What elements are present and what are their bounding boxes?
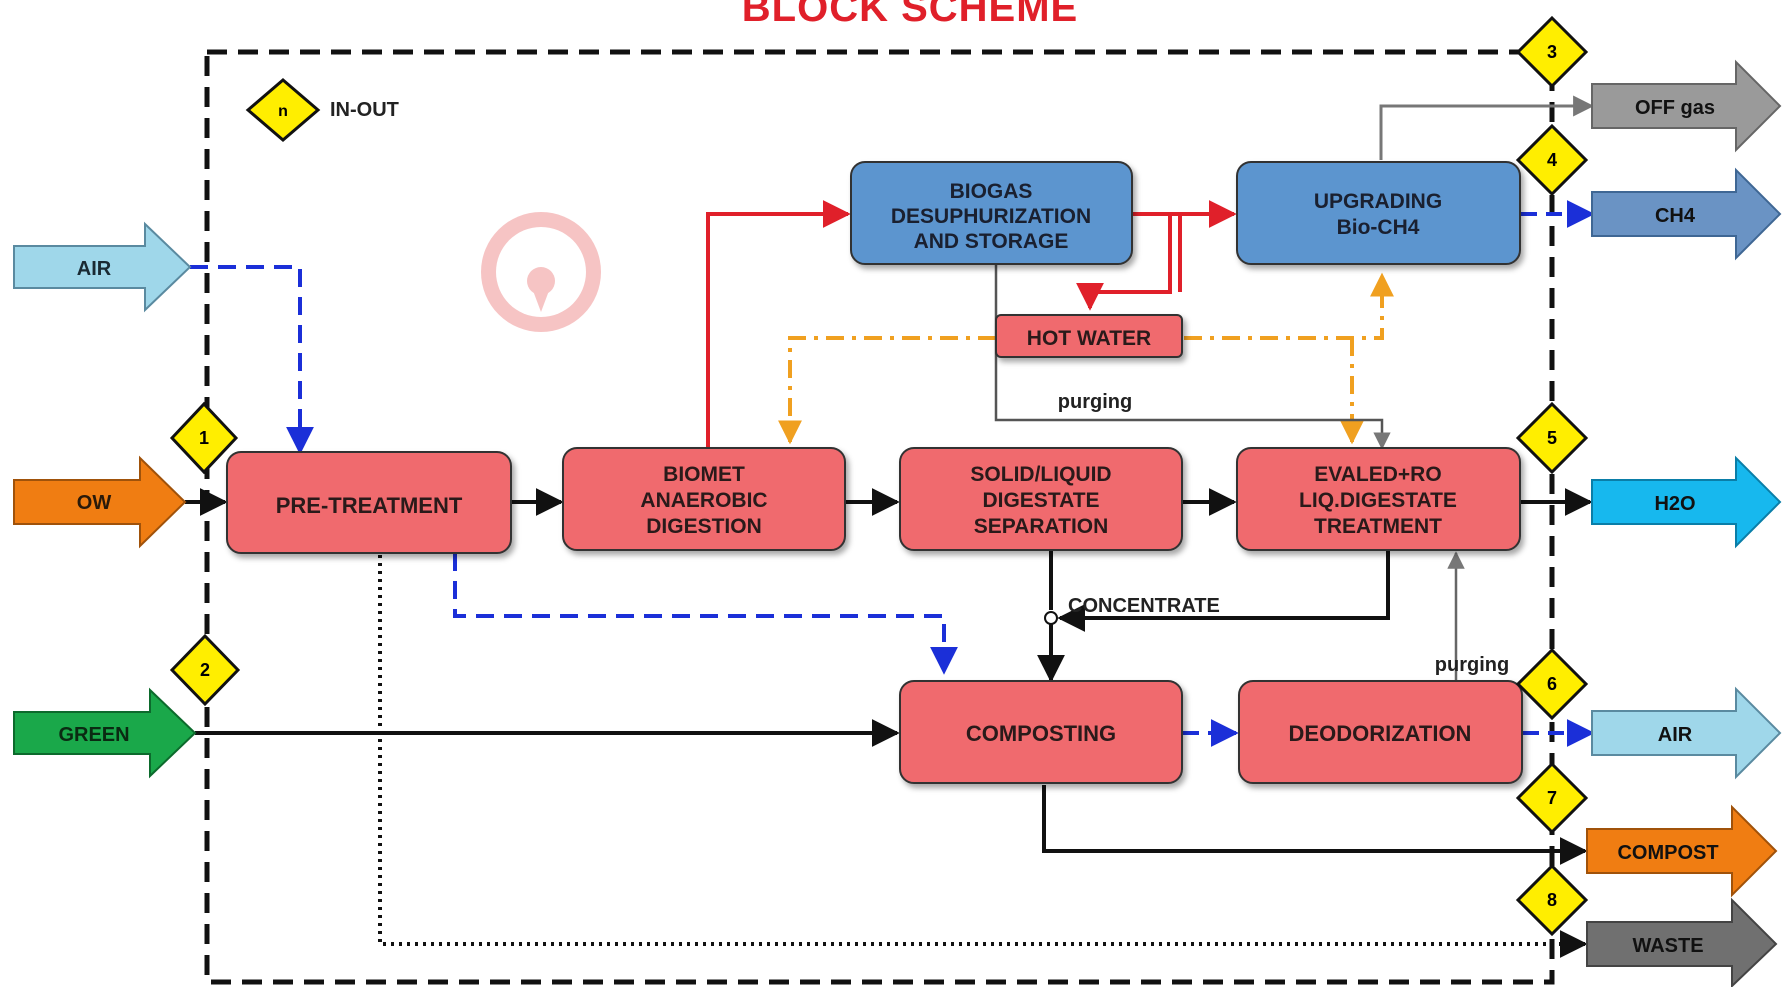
legend-marker: n <box>278 103 288 120</box>
evaled-line-1: EVALED+RO <box>1314 463 1441 486</box>
hotwater-label: HOT WATER <box>1027 327 1151 350</box>
marker-4: 4 <box>1515 123 1589 197</box>
marker-5-label: 5 <box>1547 428 1557 448</box>
output-h2o-arrow: H2O <box>1591 455 1782 549</box>
concentrate-label: CONCENTRATE <box>1068 595 1220 617</box>
marker-1: 1 <box>169 401 239 475</box>
marker-6-label: 6 <box>1547 674 1557 694</box>
process-separation: SOLID/LIQUID DIGESTATE SEPARATION <box>899 447 1183 551</box>
process-composting: COMPOSTING <box>899 680 1183 784</box>
anaerobic-line-2: ANAEROBIC <box>640 489 767 512</box>
evaled-line-2: LIQ.DIGESTATE <box>1299 489 1457 512</box>
air-to-pretreatment-line <box>190 265 314 455</box>
upgrading-line-2: Bio-CH4 <box>1337 216 1420 239</box>
output-compost-arrow: COMPOST <box>1586 804 1778 898</box>
output-compost-label: COMPOST <box>1617 842 1718 864</box>
upgrading-line-1: UPGRADING <box>1314 190 1442 213</box>
separation-line-1: SOLID/LIQUID <box>970 463 1111 486</box>
diagram-title: BLOCK SCHEME <box>741 0 1079 30</box>
separation-line-2: DIGESTATE <box>982 489 1099 512</box>
heat-to-upgrading-line <box>1184 272 1394 340</box>
input-ow-label: OW <box>77 492 112 514</box>
biogas-to-hotwater-line <box>1076 212 1172 311</box>
marker-6: 6 <box>1515 647 1589 721</box>
marker-4-label: 4 <box>1547 150 1557 170</box>
marker-3-label: 3 <box>1547 42 1557 62</box>
output-h2o-label: H2O <box>1654 493 1695 515</box>
pretreatment-to-composting-line <box>453 553 958 675</box>
purging-top-label: purging <box>1058 391 1132 413</box>
process-evaled-treatment: EVALED+RO LIQ.DIGESTATE TREATMENT <box>1236 447 1521 551</box>
output-waste-arrow: WASTE <box>1586 897 1778 987</box>
composting-to-compost-line <box>1042 785 1588 865</box>
input-ow-arrow: OW <box>13 455 187 549</box>
anaerobic-line-1: BIOMET <box>663 463 745 486</box>
process-upgrading: UPGRADING Bio-CH4 <box>1236 161 1521 265</box>
process-pretreatment: PRE-TREATMENT <box>226 451 512 554</box>
deodorization-label: DEODORIZATION <box>1289 721 1472 746</box>
legend-label: IN-OUT <box>330 99 399 121</box>
input-green-arrow: GREEN <box>13 687 197 779</box>
input-air-arrow: AIR <box>13 221 192 313</box>
purging-bottom-label: purging <box>1435 654 1509 676</box>
input-air-label: AIR <box>77 258 112 280</box>
output-air-label: AIR <box>1658 724 1693 746</box>
concentrate-line <box>1057 551 1390 632</box>
marker-7: 7 <box>1515 761 1589 835</box>
process-hot-water: HOT WATER <box>995 314 1183 358</box>
biogas-line-1: BIOGAS <box>950 180 1033 203</box>
process-biogas-storage: BIOGAS DESUPHURIZATION AND STORAGE <box>850 161 1133 265</box>
evaled-line-3: TREATMENT <box>1314 515 1442 538</box>
watermark-logo <box>481 212 601 332</box>
pretreatment-to-waste-line <box>378 555 1588 958</box>
separation-line-3: SEPARATION <box>974 515 1109 538</box>
legend: n IN-OUT <box>245 78 399 142</box>
output-offgas-label: OFF gas <box>1635 97 1715 119</box>
marker-2: 2 <box>169 633 241 707</box>
marker-3: 3 <box>1515 15 1589 89</box>
marker-1-label: 1 <box>199 428 209 448</box>
marker-8: 8 <box>1515 863 1589 937</box>
output-waste-label: WASTE <box>1632 935 1703 957</box>
input-green-label: GREEN <box>58 724 129 746</box>
output-air-arrow: AIR <box>1591 686 1782 780</box>
system-boundary <box>204 49 1555 985</box>
composting-label: COMPOSTING <box>966 721 1116 746</box>
process-deodorization: DEODORIZATION <box>1238 680 1523 784</box>
concentrate-junction <box>1044 611 1058 625</box>
biogas-line-3: AND STORAGE <box>914 230 1069 253</box>
marker-2-label: 2 <box>200 660 210 680</box>
legend-marker-icon <box>245 78 321 142</box>
process-anaerobic-digestion: BIOMET ANAEROBIC DIGESTION <box>562 447 846 551</box>
marker-7-label: 7 <box>1547 788 1557 808</box>
pretreatment-label: PRE-TREATMENT <box>276 493 463 518</box>
biogas-line-2: DESUPHURIZATION <box>891 205 1091 228</box>
output-offgas-arrow: OFF gas <box>1591 59 1782 153</box>
marker-5: 5 <box>1515 401 1589 475</box>
upgrading-to-offgas-line <box>1379 95 1595 160</box>
heat-to-digestion-line <box>778 336 996 445</box>
biogas-line <box>706 200 851 447</box>
marker-8-label: 8 <box>1547 890 1557 910</box>
output-ch4-label: CH4 <box>1655 205 1696 227</box>
anaerobic-line-3: DIGESTION <box>646 515 762 538</box>
output-ch4-arrow: CH4 <box>1591 167 1782 261</box>
